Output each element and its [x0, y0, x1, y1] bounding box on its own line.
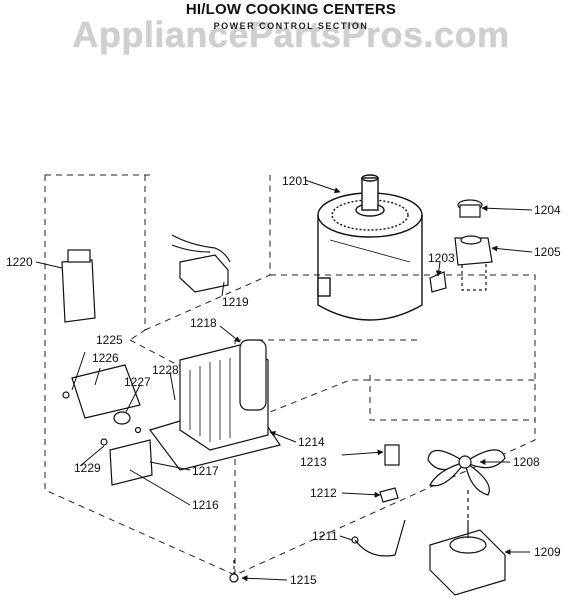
part-1215-screw [229, 560, 239, 583]
label-1220: 1220 [6, 255, 33, 269]
label-1226: 1226 [92, 351, 119, 365]
label-1213: 1213 [300, 455, 327, 469]
label-1203: 1203 [428, 251, 455, 265]
label-1214: 1214 [298, 435, 325, 449]
label-1229: 1229 [74, 461, 101, 475]
label-1215: 1215 [290, 573, 317, 587]
label-1225: 1225 [96, 333, 123, 347]
part-1220-bracket [61, 249, 96, 323]
diagram-title: HI/LOW COOKING CENTERS [185, 1, 397, 18]
watermark: AppliancePartsPros.com [72, 14, 510, 55]
part-labels: 1201 1203 1204 1205 1208 1209 1211 1212 … [6, 174, 561, 587]
label-1211: 1211 [312, 529, 338, 543]
part-1201-motor [317, 174, 423, 321]
part-1211-wire [351, 519, 406, 557]
part-1208-fan-blade [427, 449, 506, 496]
part-1228-pin [134, 426, 142, 434]
part-1225-screw [62, 391, 70, 399]
part-1229-screw [100, 438, 108, 446]
diagram-subtitle: POWER CONTROL SECTION [213, 21, 369, 31]
label-1219: 1219 [222, 295, 249, 309]
label-1204: 1204 [534, 203, 561, 217]
label-1201: 1201 [282, 174, 309, 188]
part-1218-transformer [179, 339, 269, 451]
label-1212: 1212 [310, 486, 337, 500]
part-1204-cap [457, 199, 483, 218]
label-1228: 1228 [152, 363, 179, 377]
part-1219-relay [171, 234, 231, 293]
label-1217: 1217 [192, 464, 219, 478]
part-1226-board [71, 364, 141, 419]
label-1208: 1208 [513, 455, 540, 469]
part-1212-clip [379, 487, 399, 503]
part-1213-bracket [384, 444, 400, 466]
label-1216: 1216 [192, 498, 219, 512]
label-1218: 1218 [190, 316, 217, 330]
label-1209: 1209 [534, 545, 561, 559]
part-1227-switch [113, 411, 131, 425]
label-1227: 1227 [124, 375, 151, 389]
part-1209-fan-motor [429, 490, 506, 596]
part-1205-bracket [454, 235, 493, 291]
label-1205: 1205 [534, 245, 561, 259]
part-1216-bracket [109, 439, 153, 486]
leader-lines [35, 179, 533, 582]
